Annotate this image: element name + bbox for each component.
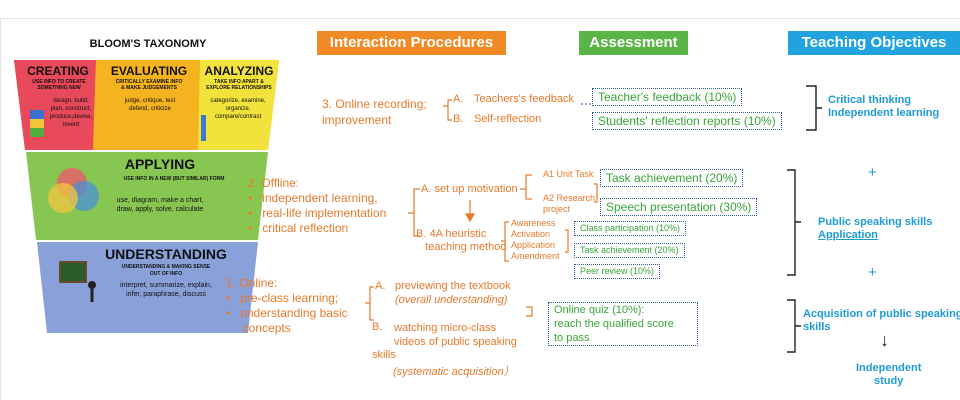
bracket-task (594, 183, 598, 203)
understanding-words: interpret, summarize, explain,infer, par… (120, 282, 212, 298)
motivation-arrow (464, 200, 476, 223)
step2-item: • independent learning, (248, 191, 378, 205)
analyzing-label: ANALYZING (204, 64, 274, 78)
bracket-public (787, 169, 801, 276)
applying-words: use, diagram, make a chart,draw, apply, … (116, 197, 204, 213)
pencil (201, 115, 206, 141)
step3-title: 3. Online recording;improvement (322, 97, 427, 127)
creating-words: design, build,plan, construct,produce,de… (49, 98, 93, 128)
step1-title: 1. Online: (226, 276, 278, 290)
bracket-step3 (443, 99, 452, 121)
teacher-head (88, 281, 96, 289)
assess-class-participation: Class participation (10%) (574, 221, 687, 236)
analyzing-section (198, 60, 279, 150)
step1-b-mark: B. (372, 321, 383, 333)
step1-item: • pre-class learning; (226, 291, 339, 305)
creating-label: CREATING (27, 64, 89, 78)
step2-items: • independent learning, • real-life impl… (248, 191, 386, 236)
understanding-section (37, 242, 258, 333)
step1-item: concepts (242, 321, 291, 335)
understanding-label: UNDERSTANDING (105, 246, 227, 262)
step3-b-mark: B. (453, 113, 464, 125)
down-arrow-icon: ↓ (880, 330, 889, 350)
step1-b-text3: skills (372, 349, 396, 361)
pyramid-title: BLOOM'S TAXONOMY (89, 38, 207, 50)
bracket-step2 (408, 188, 420, 237)
four-a-item: Activation (511, 229, 551, 239)
block-yellow (30, 119, 44, 128)
bracket-4a (501, 221, 509, 262)
bracket-quiz (526, 306, 533, 317)
plus-sign-bottom: + (868, 264, 877, 281)
step1-item: • understanding basic (226, 306, 348, 320)
applying-desc: USE INFO IN A NEW (BUT SIMILAR) FORM (123, 176, 225, 182)
interaction-brackets (365, 99, 598, 321)
step2-title: 2. Offline: (248, 176, 300, 190)
step1-items: • pre-class learning; • understanding ba… (226, 291, 348, 336)
assess-speech-presentation: Speech presentation (30%) (600, 198, 758, 216)
step1-a-mark: A. (375, 280, 386, 292)
assess-teacher-feedback: Teacher's feedback (10%) (592, 88, 743, 106)
assess-task-achievement: Task achievement (20%) (600, 169, 744, 187)
chalkboard (59, 261, 87, 283)
step2-item: • critical reflection (248, 221, 349, 235)
assess-peer-review: Peer review (10%) (574, 264, 661, 279)
step2-b-text: B. 4A heuristic teaching method (416, 228, 507, 253)
step2-a1: A1 Unit Task (543, 169, 594, 179)
block-green (30, 128, 44, 137)
step1-b-sub: (systematic acquisition） (393, 366, 515, 378)
assess-task-achievement-2: Task achievement (20%) (574, 243, 685, 258)
header-interaction-procedures: Interaction Procedures (317, 31, 506, 55)
evaluating-desc: CRITICALLY EXAMINE INFO& MAKE JUDGEMENTS (115, 79, 183, 91)
step3-a-mark: A. (453, 93, 464, 105)
four-a-item: Application (511, 240, 556, 250)
step2-item: • real-life implementation (248, 206, 387, 220)
plus-sign-top: + (868, 164, 877, 181)
four-a-item: Amendment (511, 251, 560, 261)
analyzing-desc: TAKE INFO APART &EXPLORE RELATIONSHIPS (206, 79, 272, 91)
step1-a-sub: (overall understanding) (395, 294, 508, 306)
step3-b-text: Self-reflection (474, 113, 542, 125)
bracket-class (565, 229, 569, 253)
bracket-motivation (520, 174, 532, 200)
bracket-acquisition (787, 299, 801, 353)
applying-label: APPLYING (124, 156, 196, 172)
bracket-step1 (365, 286, 374, 321)
four-a-item: Awareness (511, 218, 556, 228)
objective-brackets (787, 85, 822, 353)
assess-online-quiz: Online quiz (10%):reach the qualified sc… (548, 302, 698, 346)
block-blue (30, 110, 44, 119)
step2-a-text: A. set up motivation (421, 183, 518, 195)
evaluating-section (93, 60, 200, 150)
bracket-critical (806, 85, 822, 131)
header-assessment: Assessment (579, 31, 688, 55)
step1-a-text: previewing the textbook (395, 280, 511, 292)
step3-a-text: Teachers's feedback (474, 93, 574, 105)
applying-section (26, 152, 268, 240)
evaluating-label: EVALUATING (110, 64, 188, 78)
four-a-list: Awareness Activation Application Amendme… (511, 218, 560, 262)
header-teaching-objectives: Teaching Objectives (788, 31, 960, 55)
venn-circle-yellow (48, 183, 78, 213)
assess-student-reflection: Students' reflection reports (10%) (592, 112, 782, 130)
analyzing-words: categorize, examine,organize,compare/con… (210, 98, 266, 120)
